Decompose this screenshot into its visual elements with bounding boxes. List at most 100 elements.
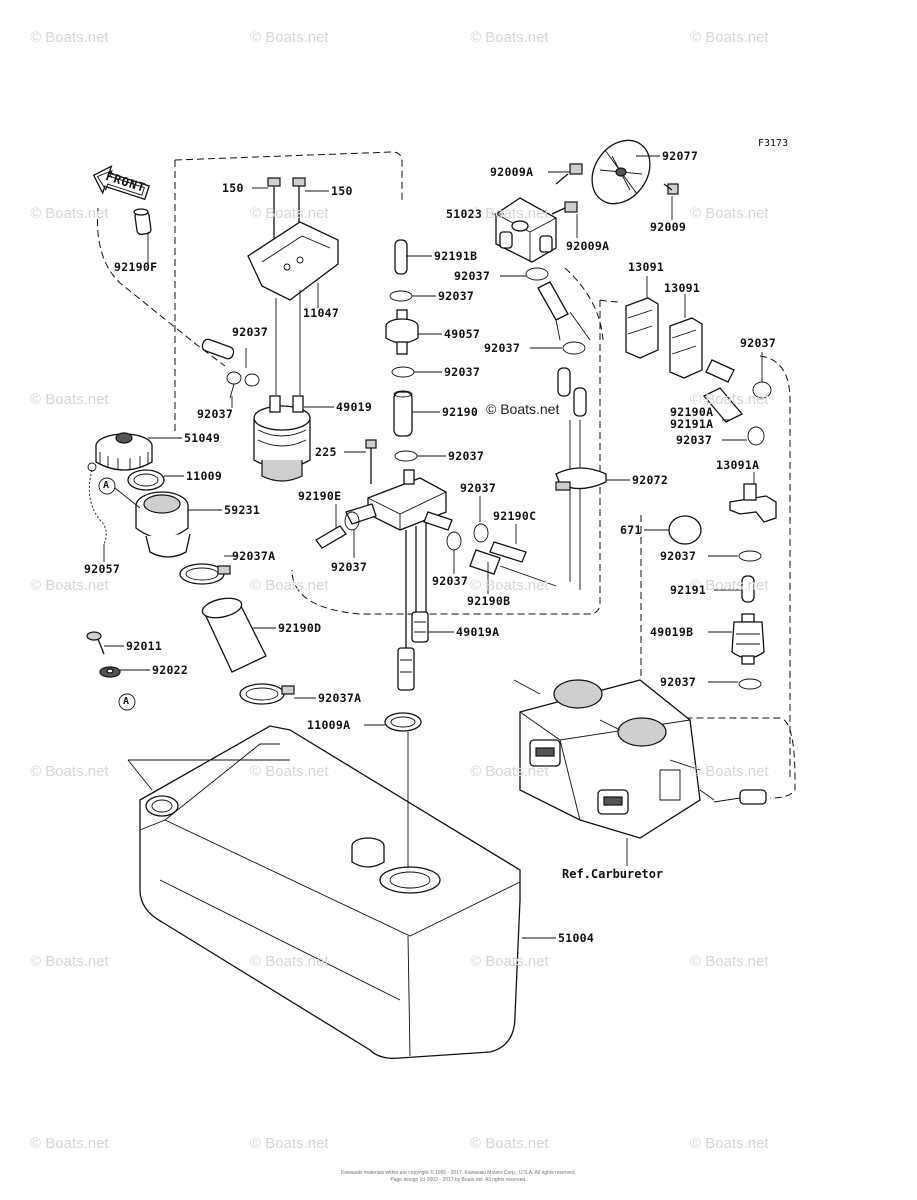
clip-13091a xyxy=(729,483,777,523)
gasket-11009 xyxy=(127,469,165,491)
watermark: © Boats.net xyxy=(690,953,769,970)
o-ring-671 xyxy=(668,515,702,545)
watermark: © Boats.net xyxy=(30,763,109,780)
clamp-92037-c1 xyxy=(389,290,413,302)
part-label-11009a: 11009A xyxy=(307,718,351,732)
part-label-92037-r5: 92037 xyxy=(660,549,697,563)
small-hose-left xyxy=(201,338,235,360)
part-label-11047: 11047 xyxy=(303,306,340,320)
clamp-92037-r2 xyxy=(562,341,586,355)
band-92072 xyxy=(555,467,607,491)
bolt-150-right xyxy=(292,177,306,224)
figure-code: F3173 xyxy=(758,138,789,149)
right-hose-dashed-route xyxy=(759,355,791,780)
clamp-92037-c5 xyxy=(446,531,462,551)
part-label-92037-r3: 92037 xyxy=(740,336,777,350)
part-label-92190d: 92190D xyxy=(278,621,322,635)
part-label-92009a-mid: 92009A xyxy=(566,239,610,253)
washer-92022 xyxy=(99,666,121,678)
hose-short-right xyxy=(705,359,735,383)
watermark: © Boats.net xyxy=(690,1135,769,1152)
hose-92191 xyxy=(741,575,755,603)
part-label-13091a: 13091A xyxy=(716,458,760,472)
clamp-92037a-upper xyxy=(179,563,231,585)
hose-92190e xyxy=(315,525,347,549)
watermark: © Boats.net xyxy=(250,763,329,780)
watermark: © Boats.net xyxy=(30,577,109,594)
callout-a-label-1: A xyxy=(103,480,110,491)
bolt-92011 xyxy=(86,631,105,655)
part-label-92009a-top: 92009A xyxy=(490,165,534,179)
part-label-13091-a: 13091 xyxy=(628,260,665,274)
hose-92190 xyxy=(393,391,413,437)
bracket-11047 xyxy=(247,221,339,301)
part-label-49019b: 49019B xyxy=(650,625,694,639)
hose-92190f xyxy=(133,208,152,235)
part-label-92009: 92009 xyxy=(650,220,687,234)
watermark: © Boats.net xyxy=(470,953,549,970)
watermark: © Boats.net xyxy=(470,205,549,222)
watermark: © Boats.net xyxy=(470,577,549,594)
clamp-92037a-lower xyxy=(239,683,295,705)
part-label-49019a: 49019A xyxy=(456,625,500,639)
part-label-92190a: 92190A xyxy=(670,405,714,419)
part-label-150-right: 150 xyxy=(331,184,353,198)
watermark: © Boats.net xyxy=(250,29,329,46)
clamp-92037-r4 xyxy=(747,426,765,446)
watermark: © Boats.net xyxy=(250,205,329,222)
part-label-92037a-upper: 92037A xyxy=(232,549,276,563)
tether-92057 xyxy=(88,469,107,545)
part-label-92037-r2: 92037 xyxy=(484,341,521,355)
part-label-92037a-lower: 92037A xyxy=(318,691,362,705)
clamp-92037-c2 xyxy=(391,366,415,378)
hose-92190a xyxy=(702,387,744,423)
part-label-92077: 92077 xyxy=(662,149,699,163)
fuel-cap-51049 xyxy=(95,432,153,471)
part-label-92190c: 92190C xyxy=(493,509,537,523)
part-label-92190: 92190 xyxy=(442,405,479,419)
watermark: © Boats.net xyxy=(470,763,549,780)
part-label-92191a: 92191A xyxy=(670,417,714,431)
part-label-92191: 92191 xyxy=(670,583,707,597)
fuel-tank-51004 xyxy=(139,725,521,1059)
watermark: © Boats.net xyxy=(250,953,329,970)
hose-92191b xyxy=(394,239,408,275)
clamp-92037-c6 xyxy=(473,523,489,543)
part-label-49057: 49057 xyxy=(444,327,481,341)
part-label-150-left: 150 xyxy=(222,181,244,195)
fuel-filter-49019 xyxy=(253,395,311,482)
fuel-valve-body xyxy=(345,469,453,531)
hose-92190c xyxy=(489,541,527,563)
part-label-92191b: 92191B xyxy=(434,249,478,263)
pickup-tubes-49019a xyxy=(397,522,429,691)
watermark: © Boats.net xyxy=(690,763,769,780)
watermark: © Boats.net xyxy=(690,29,769,46)
watermark: © Boats.net xyxy=(30,953,109,970)
front-direction-arrow xyxy=(92,165,150,201)
part-label-92037-c6: 92037 xyxy=(460,481,497,495)
part-label-671: 671 xyxy=(620,523,642,537)
watermark: © Boats.net xyxy=(470,1135,549,1152)
hose-segment-vertical-1 xyxy=(557,367,571,397)
hose-92190d xyxy=(201,597,267,673)
part-label-92190b: 92190B xyxy=(467,594,511,608)
part-label-92037-left-top: 92037 xyxy=(232,325,269,339)
watermark: © Boats.net xyxy=(470,29,549,46)
check-valve-49057 xyxy=(385,309,419,355)
part-label-92037-c1: 92037 xyxy=(438,289,475,303)
fuel-filter-49019b xyxy=(731,613,765,665)
part-label-59231: 59231 xyxy=(224,503,261,517)
watermark: © Boats.net xyxy=(690,391,769,408)
part-label-92037-c5: 92037 xyxy=(432,574,469,588)
part-label-51023: 51023 xyxy=(446,207,483,221)
screw-92009a-top xyxy=(555,163,583,185)
part-label-92037-left-bottom: 92037 xyxy=(197,407,234,421)
part-label-92037-c3: 92037 xyxy=(448,449,485,463)
clamp-92037-c3 xyxy=(394,450,418,462)
filler-neck-59231 xyxy=(135,491,191,558)
watermark: © Boats.net xyxy=(690,577,769,594)
part-label-92190e: 92190E xyxy=(298,489,342,503)
hose-92190b xyxy=(469,549,557,587)
part-label-92037-r4: 92037 xyxy=(676,433,713,447)
